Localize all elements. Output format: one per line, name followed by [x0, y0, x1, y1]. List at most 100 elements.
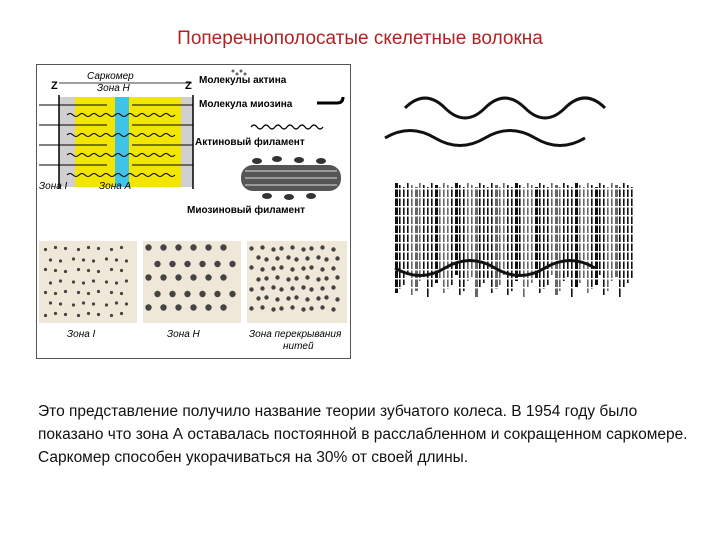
micrograph-striations — [395, 183, 635, 297]
striation-gap — [395, 278, 635, 280]
panel-overlap-caption-line1: Зона перекрывания — [249, 329, 342, 340]
striation-band — [559, 187, 561, 291]
micrograph-dot — [290, 286, 295, 291]
micrograph-dot — [48, 258, 53, 262]
micrograph-dot — [43, 313, 48, 318]
micrograph-dot — [109, 267, 114, 272]
micrograph-dot — [275, 275, 280, 280]
striation-band — [471, 185, 473, 277]
micrograph-dot — [86, 268, 91, 273]
micrograph-dot — [145, 274, 152, 281]
micrograph-dot — [43, 267, 48, 272]
striation-band — [495, 185, 498, 289]
micrograph-dot — [309, 265, 314, 270]
micrograph-dot — [301, 285, 306, 290]
micrograph-dot — [324, 276, 329, 281]
striation-band — [575, 183, 578, 287]
micrograph-dot — [81, 301, 86, 305]
striation-gap — [395, 269, 635, 271]
zone-h-label: Зона H — [97, 83, 131, 94]
micrograph-dot — [279, 306, 284, 311]
striation-gap — [395, 224, 635, 226]
micrograph-dot — [256, 277, 261, 282]
micrograph-dot — [249, 246, 254, 251]
micrograph-dot — [76, 267, 81, 272]
micrograph-dot — [305, 275, 310, 280]
striation-gap — [395, 251, 635, 253]
micrograph-dot — [63, 312, 68, 317]
micrograph-dot — [175, 274, 182, 281]
micrograph-dot — [249, 265, 254, 270]
micrograph-dot — [286, 296, 291, 301]
micrograph-dot — [114, 258, 119, 262]
striation-band — [607, 187, 609, 291]
micrograph-dot — [175, 304, 182, 311]
micrograph-dot — [96, 289, 101, 294]
micrograph-dot — [331, 266, 336, 271]
micrograph-dot — [190, 244, 197, 251]
micrograph-dot — [81, 258, 86, 262]
striation-band — [459, 185, 461, 295]
micrograph-dot — [81, 281, 86, 285]
zone-i-band-left — [59, 97, 75, 187]
filament-lines — [39, 104, 193, 177]
sarcomere-schematic: Z Z Саркомер Зона H Зона I Зона A Молеку… — [39, 69, 347, 352]
micrograph-dot — [260, 305, 265, 310]
micrograph-dot — [119, 311, 124, 316]
striation-band — [543, 185, 545, 289]
micrograph-dot — [53, 245, 58, 250]
z-line-label-right: Z — [185, 80, 192, 92]
micrograph-dot — [294, 276, 299, 281]
micrograph-dot — [264, 295, 269, 300]
micrograph-dot — [104, 280, 109, 284]
micrograph-dot — [119, 268, 124, 273]
cross-section-panel-i — [39, 241, 137, 323]
micrograph-dot — [335, 275, 340, 280]
myosin-filament-bundle — [241, 156, 341, 200]
striation-band — [551, 183, 553, 275]
micrograph-dot — [63, 246, 68, 251]
micrograph-dot — [48, 301, 53, 305]
micrograph-dot — [190, 274, 197, 281]
striation-band — [595, 187, 598, 285]
micrograph-dot — [335, 256, 340, 261]
micrograph-dot — [96, 246, 101, 251]
micrograph-dot — [114, 301, 119, 305]
slide-body-text: Это представление получило название теор… — [38, 403, 688, 466]
micrograph-dot — [58, 259, 63, 263]
actin-molecules-dots — [231, 69, 247, 76]
micrograph-dot — [309, 306, 314, 311]
actin-helix-shape — [250, 124, 324, 130]
micrograph-dot — [279, 246, 284, 251]
micrograph-dot — [249, 306, 254, 311]
micrograph-dot — [229, 260, 236, 268]
micrograph-dot — [305, 256, 310, 261]
micrograph-dot — [214, 260, 221, 268]
cross-section-panel-h — [143, 241, 241, 323]
micrograph-dot — [104, 303, 109, 307]
micrograph-dot — [324, 295, 329, 300]
micrograph-dot — [309, 246, 314, 251]
micrograph-dot — [91, 259, 96, 263]
micrograph-dot — [260, 245, 265, 250]
micrograph-dot — [199, 290, 206, 298]
micrograph-dot — [48, 281, 53, 285]
micrograph-dot — [205, 304, 212, 311]
striation-band — [395, 183, 398, 293]
micrograph-dot — [214, 290, 221, 298]
micrograph-dot — [58, 302, 63, 306]
micrograph-dot — [109, 290, 114, 295]
micrograph-dot — [145, 244, 152, 251]
micrograph-dot — [53, 268, 58, 273]
micrograph-dot — [124, 302, 129, 306]
micrograph-dot — [184, 260, 191, 268]
micrograph-dot — [320, 305, 325, 310]
micrograph-dot — [119, 245, 124, 250]
micrograph-dot — [301, 247, 306, 252]
micrograph-dot — [169, 260, 176, 268]
striation-band — [511, 187, 513, 291]
micrograph-dot — [249, 287, 254, 292]
striation-gap — [395, 287, 635, 289]
micrograph-dot — [290, 245, 295, 250]
striation-band — [567, 185, 569, 277]
